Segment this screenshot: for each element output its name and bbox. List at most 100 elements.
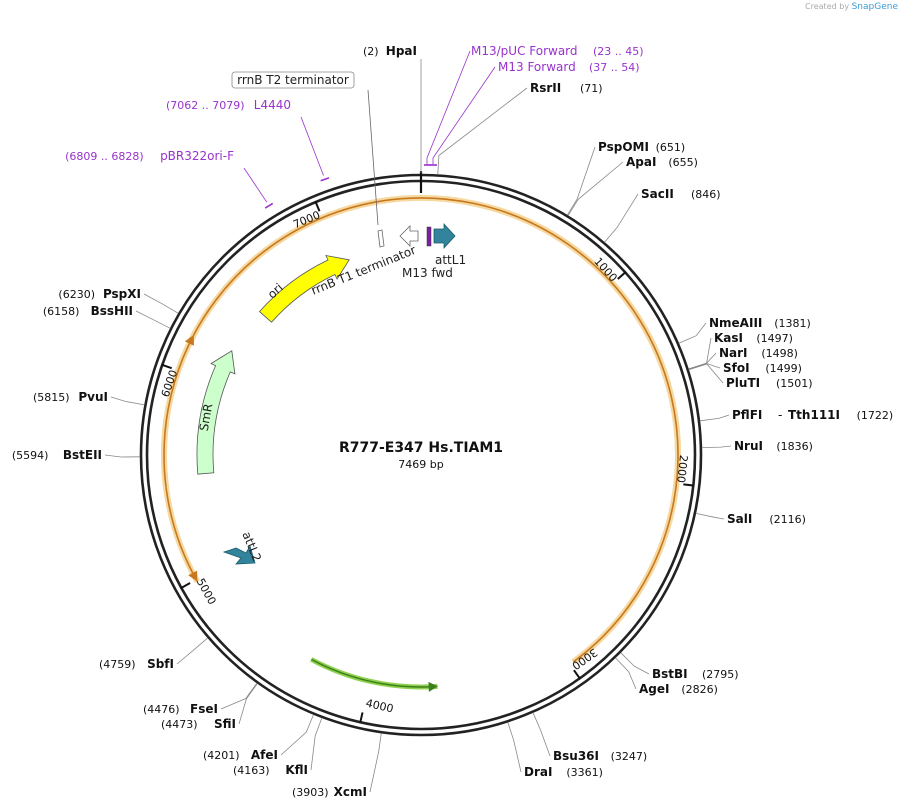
site-pos-sbfi: (4759) [99, 658, 136, 671]
site-pos-nmeaiii: (1381) [774, 317, 811, 330]
site-leader-sfoi [688, 363, 721, 370]
site-name-pspxi[interactable]: PspXI [103, 287, 141, 301]
site-name-afei[interactable]: AfeI [251, 748, 278, 762]
rrnb-t2-label: rrnB T2 terminator [237, 73, 349, 87]
site-name-nmeaiii[interactable]: NmeAIII [709, 316, 762, 330]
site-pos-bsshii: (6158) [43, 305, 80, 318]
site-pos-bsu36i: (3247) [611, 750, 648, 763]
site-pos-pflfi: (1722) [857, 409, 894, 422]
site-pos-afei: (4201) [203, 749, 240, 762]
rrnb-t1-terminator-shape[interactable] [377, 229, 385, 248]
tick-1000 [617, 270, 627, 280]
primer-name[interactable]: pBR322ori-F [160, 149, 234, 163]
site-pos-sali: (2116) [769, 513, 806, 526]
site-leader-pspomi [566, 146, 596, 216]
site-name-tth111i[interactable]: Tth111I [788, 408, 840, 422]
smr-arrow[interactable] [196, 350, 236, 475]
site-leader-sbfi [176, 637, 208, 665]
orf-arc-left-arrowhead [184, 334, 194, 346]
site-leader-rsrii [437, 87, 528, 175]
attl1-arrow[interactable] [433, 222, 456, 250]
orf-arc-lower-arrowhead [188, 570, 198, 582]
site-name-agei[interactable]: AgeI [639, 682, 669, 696]
site-pos-sfoi: (1499) [765, 362, 802, 375]
site-leader-kfli [310, 717, 323, 771]
site-name-rsrii[interactable]: RsrII [530, 81, 561, 95]
orf-arc-left-core [163, 334, 195, 488]
site-pos-xcmi: (3903) [292, 786, 329, 799]
site-leader-pvui [110, 396, 145, 406]
primer-mark [320, 177, 330, 182]
site-leader-pspxi [143, 293, 179, 314]
site-name-pvui[interactable]: PvuI [78, 390, 108, 404]
credit-prefix: Created by [805, 2, 850, 11]
site-pos-sacii: (846) [691, 188, 721, 201]
site-name-sacii[interactable]: SacII [641, 187, 674, 201]
site-name-pflfi[interactable]: PflFI [732, 408, 762, 422]
site-name-sbfi[interactable]: SbfI [147, 657, 174, 671]
plasmid-name: R777-E347 Hs.TIAM1 [339, 440, 503, 456]
site-leader-drai [507, 722, 522, 773]
site-leader-afei [280, 714, 314, 756]
m13-fwd-label: M13 fwd [402, 266, 453, 280]
tick-3000 [573, 669, 582, 680]
site-name-bsteii[interactable]: BstEII [63, 448, 102, 462]
site-leader-pluti [688, 363, 724, 384]
site-pos-sfii: (4473) [161, 718, 198, 731]
site-leader-bsshii [135, 310, 171, 329]
rrnb-t2-box [231, 71, 355, 89]
site-name-bsu36i[interactable]: Bsu36I [553, 749, 599, 763]
site-separator: - [778, 408, 782, 422]
site-name-bsshii[interactable]: BssHII [91, 304, 133, 318]
orf-arc-main[interactable] [484, 203, 682, 662]
site-name-nrui[interactable]: NruI [734, 439, 763, 453]
site-pos-kasi: (1497) [756, 332, 793, 345]
site-name-sali[interactable]: SalI [727, 512, 752, 526]
restriction-sites: HpaI(2)RsrII(71)PspOMI(651)ApaI(655)SacI… [12, 44, 893, 799]
site-name-kfli[interactable]: KflI [285, 763, 308, 777]
attl2-arrow[interactable] [222, 544, 256, 565]
site-pos-hpai: (2) [363, 45, 379, 58]
primer-leader [243, 167, 268, 203]
site-name-sfoi[interactable]: SfoI [723, 361, 750, 375]
site-leader-fsei [220, 682, 258, 710]
primer-range: (37 .. 54) [589, 61, 640, 74]
site-name-apai[interactable]: ApaI [626, 155, 656, 169]
site-pos-nrui: (1836) [776, 440, 813, 453]
plasmid-size: 7469 bp [398, 458, 443, 471]
primer-name[interactable]: M13/pUC Forward [471, 44, 578, 58]
site-name-hpai[interactable]: HpaI [386, 44, 417, 58]
primer-marker[interactable] [426, 226, 432, 247]
site-leader-pflfi [699, 414, 730, 422]
primer-mark [264, 202, 274, 209]
site-leader-nmeaiii [678, 322, 707, 344]
site-name-pspomi[interactable]: PspOMI [598, 140, 649, 154]
site-name-pluti[interactable]: PluTI [726, 376, 760, 390]
site-pos-apai: (655) [668, 156, 698, 169]
site-pos-pspomi: (651) [656, 141, 686, 154]
primer-name[interactable]: M13 Forward [498, 60, 576, 74]
site-pos-agei: (2826) [681, 683, 718, 696]
site-name-nari[interactable]: NarI [719, 346, 748, 360]
site-leader-agei [615, 657, 637, 690]
site-name-bstbi[interactable]: BstBI [652, 667, 688, 681]
rrnb-t2-leader [367, 89, 379, 226]
site-pos-fsei: (4476) [143, 703, 180, 716]
site-name-sfii[interactable]: SfiI [214, 717, 236, 731]
tick-2000 [683, 483, 695, 487]
m13-fwd-shape[interactable] [399, 225, 419, 247]
site-leader-apai [567, 161, 624, 216]
ori-arrow[interactable] [258, 254, 350, 323]
primer-leader [300, 116, 324, 176]
tick-label-4000: 4000 [364, 697, 394, 716]
site-name-kasi[interactable]: KasI [714, 331, 743, 345]
primer-range: (23 .. 45) [593, 45, 644, 58]
primer-name[interactable]: L4440 [254, 98, 291, 112]
site-name-xcmi[interactable]: XcmI [334, 785, 367, 799]
primer-leader [432, 66, 496, 165]
primer-leader [426, 50, 471, 165]
tick-7000 [314, 200, 321, 212]
site-name-fsei[interactable]: FseI [190, 702, 218, 716]
site-name-drai[interactable]: DraI [524, 765, 552, 779]
